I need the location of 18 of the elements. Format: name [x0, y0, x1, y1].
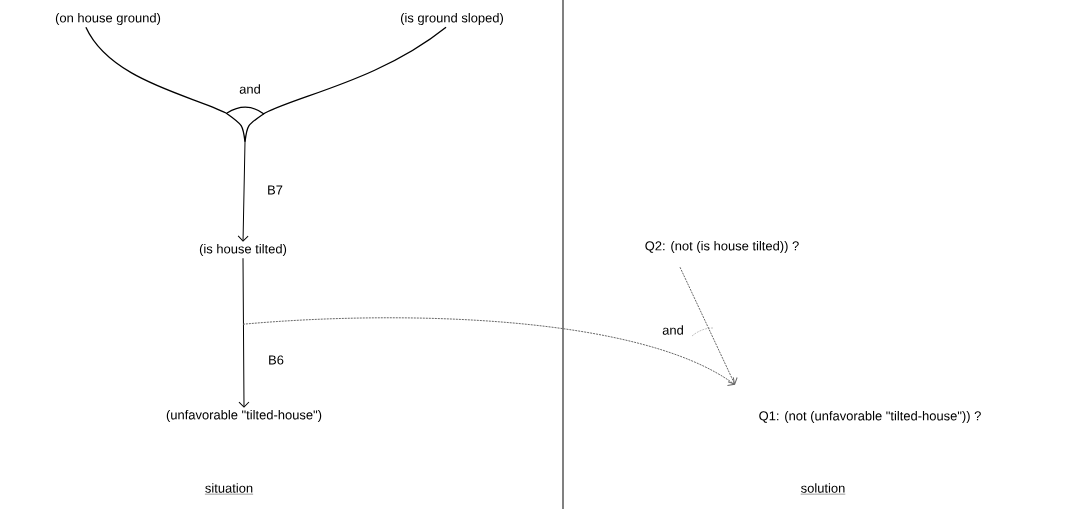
- connector-line: [244, 26, 447, 143]
- statement-text: (on house ground): [55, 12, 161, 26]
- edge-label: B7: [266, 184, 284, 196]
- section-heading: solution: [800, 483, 846, 495]
- arrow: [238, 257, 250, 408]
- statement-text: (is house tilted): [199, 243, 287, 257]
- section-heading: situation: [204, 483, 254, 495]
- connector-line: [85, 26, 246, 143]
- connective-label: and: [662, 325, 683, 335]
- statement-text: (unfavorable "tilted-house"): [166, 409, 322, 423]
- statement-text: Q2: (not (is house tilted)) ?: [645, 240, 799, 254]
- arrow: [242, 317, 735, 386]
- connective-label: and: [239, 84, 260, 94]
- arrow: [237, 141, 249, 242]
- arrow: [679, 266, 738, 385]
- edge-label: B6: [267, 354, 285, 366]
- statement-text: (is ground sloped): [400, 12, 503, 26]
- statement-text: Q1: (not (unfavorable "tilted-house")) ?: [759, 410, 981, 424]
